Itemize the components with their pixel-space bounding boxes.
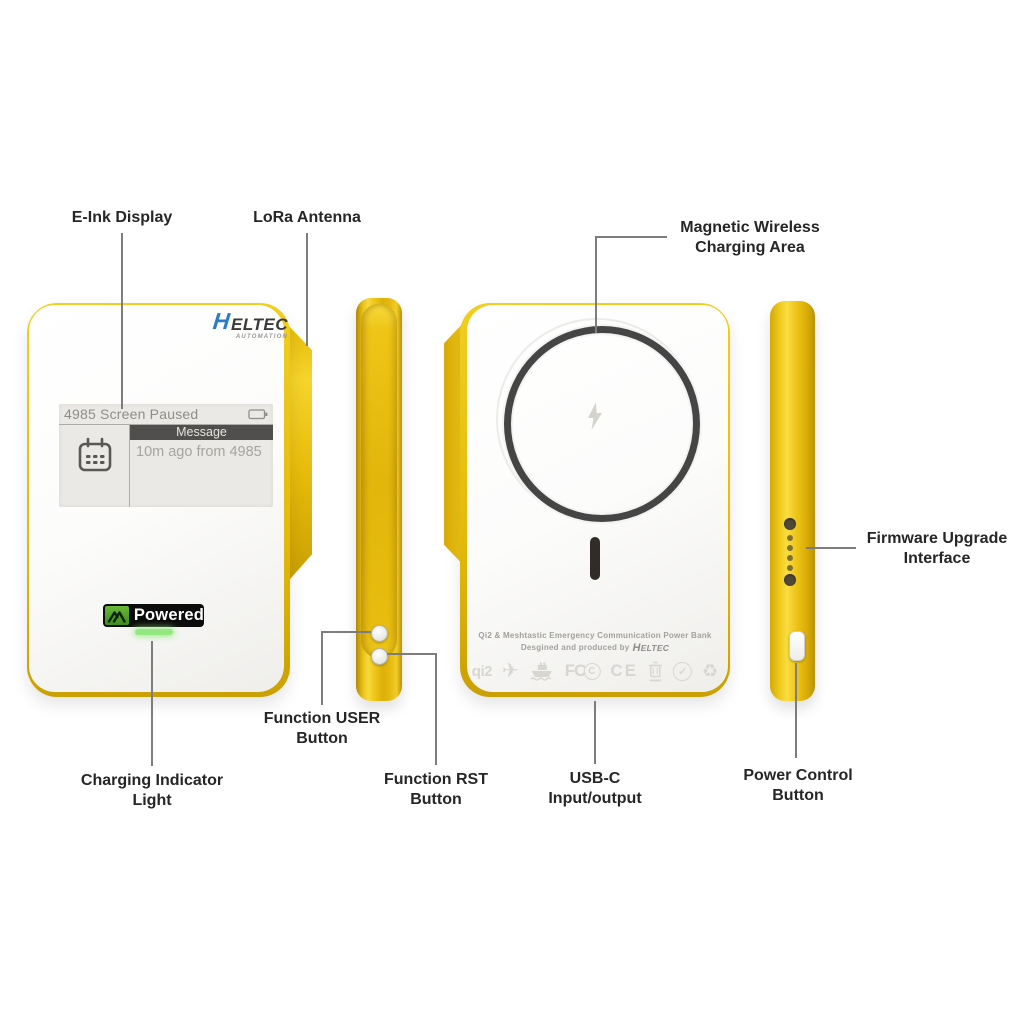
power-control-button <box>789 631 805 661</box>
function-user-button <box>371 625 388 642</box>
function-rst-button <box>371 648 388 665</box>
ship-icon <box>530 662 552 681</box>
screen-message-text: 10m ago from 4985 <box>136 444 262 460</box>
firmware-pin <box>787 565 793 571</box>
screen-divider-horizontal <box>59 424 273 425</box>
powered-badge-text: Powered <box>133 606 204 624</box>
heltec-logo-word: ELTEC <box>231 315 288 334</box>
credit-text: Desgined and produced by <box>520 643 630 652</box>
powered-badge: Powered <box>103 604 204 627</box>
leader-power <box>795 663 797 758</box>
meshtastic-logo-icon <box>105 606 129 625</box>
product-caption: Qi2 & Meshtastic Emergency Communication… <box>478 631 712 640</box>
screen-divider-vertical <box>129 424 130 507</box>
label-lora-antenna: LoRa Antenna <box>253 209 361 226</box>
firmware-pin <box>787 535 793 541</box>
screen-status-text: 4985 Screen Paused <box>64 406 199 422</box>
ce-mark-icon: CE <box>610 661 639 680</box>
firmware-pin-bottom <box>784 574 796 586</box>
screen-message-tab: Message <box>130 425 273 440</box>
label-eink-display: E-Ink Display <box>71 209 173 226</box>
leader-rst-h <box>387 653 437 655</box>
qi2-icon: qi2 <box>471 662 493 680</box>
credit-heltec-h-icon: H <box>632 642 641 654</box>
check-circle-icon: ✓ <box>673 661 693 681</box>
firmware-pin <box>787 545 793 551</box>
leader-firmware <box>806 547 856 549</box>
product-credit: Desgined and produced by H ELTEC <box>520 642 670 654</box>
leader-user-h <box>321 631 371 633</box>
battery-icon <box>248 409 268 420</box>
firmware-pin <box>787 555 793 561</box>
lightning-bolt-icon <box>588 402 602 430</box>
heltec-logo-h-icon: H <box>212 308 232 334</box>
calendar-icon <box>78 437 112 472</box>
leader-lora <box>306 233 308 346</box>
credit-heltec-word: ELTEC <box>640 643 670 653</box>
heltec-logo-subtitle: AUTOMATION <box>235 334 288 340</box>
leader-eink <box>121 233 123 409</box>
airplane-icon: ✈ <box>501 660 519 682</box>
leader-charging <box>151 641 153 766</box>
weee-bin-icon <box>649 661 663 682</box>
eink-screen: 4985 Screen Paused Message 10m ago from … <box>59 404 273 507</box>
leader-rst-v <box>435 653 437 765</box>
antenna-ridge <box>361 304 397 658</box>
heltec-logo: H ELTEC AUTOMATION <box>196 308 288 340</box>
recycle-icon: ♻ <box>702 661 719 681</box>
firmware-pin-top <box>784 518 796 530</box>
leader-magnetic-h <box>595 236 667 238</box>
leader-magnetic-v <box>595 236 597 333</box>
magnetic-charging-ring <box>504 326 700 522</box>
leader-usbc <box>594 701 596 764</box>
charging-indicator-light <box>135 629 173 635</box>
usb-c-slot <box>590 537 600 580</box>
leader-user-v <box>321 631 323 705</box>
